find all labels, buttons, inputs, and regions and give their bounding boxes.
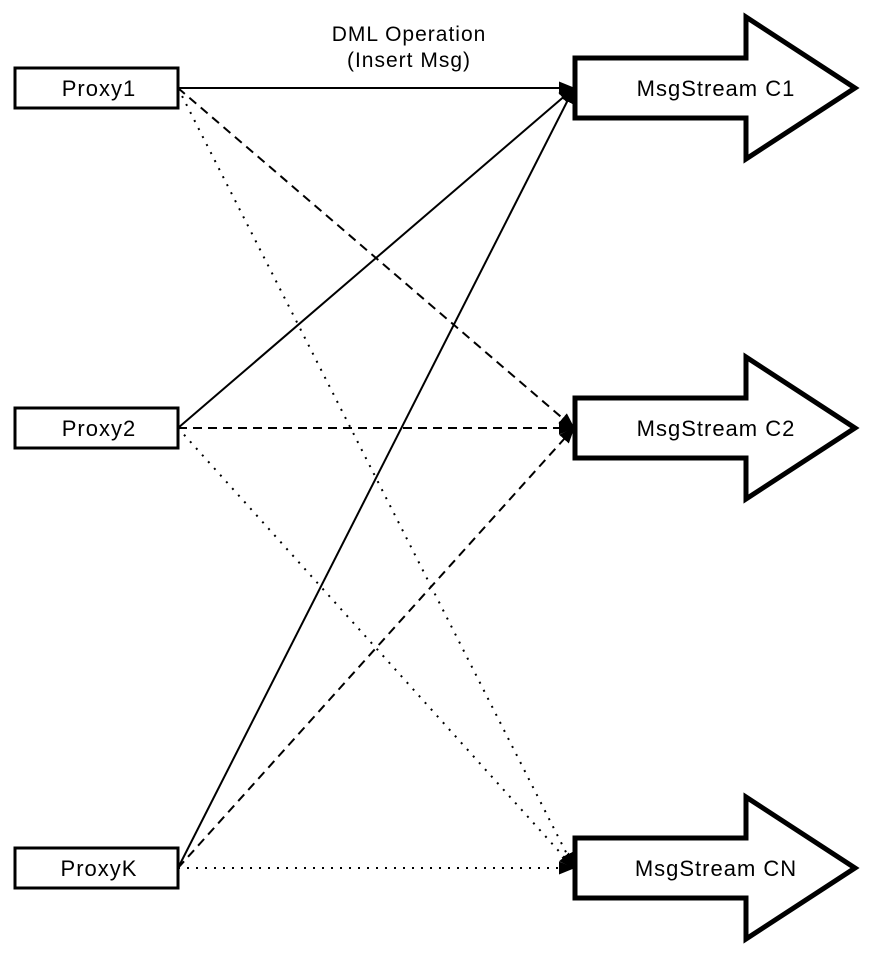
edge-label-line2: (Insert Msg) (347, 49, 471, 72)
msgstream-c1-label: MsgStream C1 (637, 76, 796, 101)
node-proxyk: ProxyK (13, 846, 180, 890)
connector-proxy1-msgstream-c2 (177, 87, 575, 429)
node-proxy1: Proxy1 (13, 66, 180, 110)
msgstream-cn-label: MsgStream CN (635, 856, 797, 881)
connector-proxy1-msgstream-cn (177, 87, 575, 869)
msgstream-c2-arrow-shape (572, 352, 860, 504)
connectors (177, 81, 575, 875)
edge-label-line1: DML Operation (332, 23, 487, 46)
node-msgstream-cn: MsgStream CN (572, 792, 860, 944)
msgstream-cn-arrow-shape (572, 792, 860, 944)
connector-proxyk-msgstream-c1 (177, 87, 575, 869)
node-msgstream-c2: MsgStream C2 (572, 352, 860, 504)
msgstream-c1-arrow-shape (572, 12, 860, 164)
node-proxy2: Proxy2 (13, 406, 180, 450)
proxy2-label: Proxy2 (62, 416, 136, 441)
proxy1-label: Proxy1 (62, 76, 136, 101)
edge-label: DML Operation (Insert Msg) (332, 23, 487, 72)
node-msgstream-c1: MsgStream C1 (572, 12, 860, 164)
connector-proxyk-msgstream-c2 (177, 427, 575, 869)
proxy1-box (13, 66, 180, 110)
msgstream-c2-label: MsgStream C2 (637, 416, 796, 441)
proxyk-label: ProxyK (61, 856, 138, 881)
